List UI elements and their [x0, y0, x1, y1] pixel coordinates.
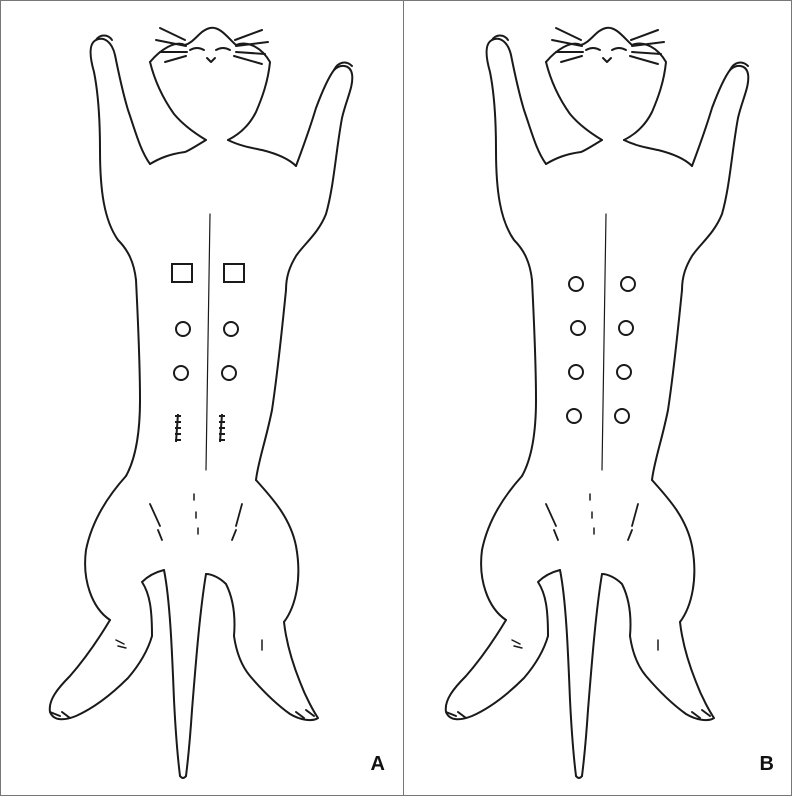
circle-marker-right: [224, 322, 238, 336]
circle-marker-left: [176, 322, 190, 336]
cat-outline-a: [0, 0, 403, 796]
circle-marker-right: [619, 321, 633, 335]
circle-marker-right: [615, 409, 629, 423]
circle-marker-left: [567, 409, 581, 423]
circle-marker-right: [621, 277, 635, 291]
circle-marker-left: [571, 321, 585, 335]
cat-outline-b: [404, 0, 792, 796]
suture-marker-left: [175, 414, 181, 442]
panel-label-b: B: [760, 753, 774, 776]
circle-marker-right: [222, 366, 236, 380]
suture-marker-right: [219, 414, 225, 442]
circle-marker-right: [617, 365, 631, 379]
square-marker-right: [224, 264, 244, 282]
circle-marker-left: [569, 365, 583, 379]
square-marker-left: [172, 264, 192, 282]
panel-label-a: A: [371, 753, 385, 776]
panel-b: B: [404, 0, 792, 796]
circle-marker-left: [569, 277, 583, 291]
panel-a: A: [0, 0, 403, 796]
circle-marker-left: [174, 366, 188, 380]
